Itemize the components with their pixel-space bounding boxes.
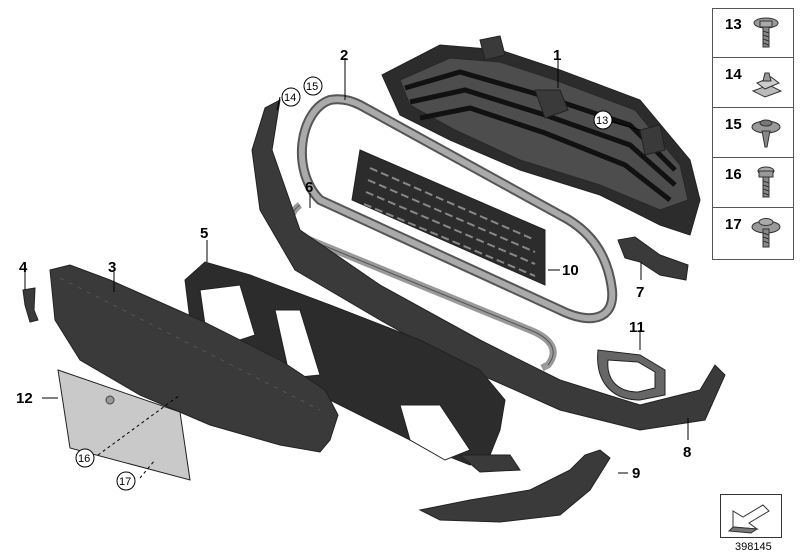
fastener-legend: 13 14 15 16 17 [712, 8, 794, 260]
part-11-side-trim [597, 349, 666, 401]
label-4: 4 [19, 259, 28, 276]
leader-lines [24, 58, 689, 479]
legend-cell-16[interactable]: 16 [713, 159, 793, 208]
part-7-bracket [617, 236, 689, 281]
callout-17: 17 [116, 471, 136, 491]
screw-icon [757, 166, 775, 198]
svg-text:15: 15 [306, 81, 318, 93]
part-10-grille-mesh [351, 149, 546, 286]
screw-washer-icon [751, 218, 781, 248]
callout-15: 15 [303, 76, 323, 96]
legend-cell-15[interactable]: 15 [713, 109, 793, 158]
legend-number: 16 [725, 166, 742, 183]
legend-number: 14 [725, 66, 742, 83]
callout-16: 16 [75, 448, 95, 468]
label-6: 6 [305, 179, 313, 196]
svg-text:17: 17 [119, 476, 131, 488]
label-1: 1 [553, 47, 561, 64]
svg-text:14: 14 [284, 92, 296, 104]
arrow-reference-icon [727, 504, 770, 534]
legend-number: 13 [725, 16, 742, 33]
label-10: 10 [562, 262, 579, 279]
part-3-bumper-cover [49, 264, 339, 453]
callout-13: 13 [593, 110, 613, 130]
screw-flange-icon [753, 17, 779, 48]
part-8-spoiler [251, 99, 726, 431]
svg-text:16: 16 [78, 453, 90, 465]
legend-cell-14[interactable]: 14 [713, 59, 793, 108]
reference-number: 398145 [735, 541, 772, 553]
expanding-rivet-icon [751, 119, 781, 148]
label-11: 11 [629, 319, 645, 336]
label-7: 7 [636, 284, 644, 301]
part-9-corner-trim [418, 449, 611, 523]
clip-nut-icon [751, 72, 783, 98]
legend-cell-13[interactable]: 13 [713, 9, 793, 58]
callout-14: 14 [281, 87, 301, 107]
legend-cell-17[interactable]: 17 [713, 209, 793, 258]
part-4-bracket [22, 287, 39, 323]
part-1-grille-carrier [381, 35, 701, 236]
label-5: 5 [200, 225, 208, 242]
label-9: 9 [632, 465, 640, 482]
label-12: 12 [16, 390, 33, 407]
label-8: 8 [683, 444, 691, 461]
label-3: 3 [108, 259, 116, 276]
label-2: 2 [340, 47, 348, 64]
part-2-grille-surround [296, 94, 618, 324]
svg-text:13: 13 [596, 115, 608, 127]
legend-number: 17 [725, 216, 742, 233]
reference-box [720, 494, 782, 538]
legend-number: 15 [725, 116, 742, 133]
